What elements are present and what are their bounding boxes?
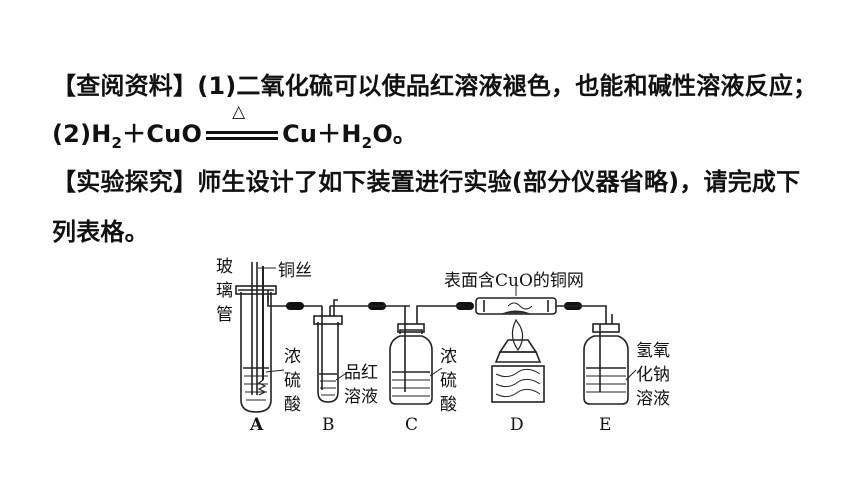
label-acid-c-3: 酸 (440, 395, 457, 415)
eq-o-part: O。 (372, 120, 418, 148)
apparatus-b (313, 299, 410, 403)
label-pinhong-2: 溶液 (344, 387, 378, 407)
apparatus-e (583, 314, 629, 405)
eq-h2-subscript: 2 (111, 133, 123, 152)
heat-symbol: △ (232, 102, 246, 122)
apparatus-a (235, 262, 322, 413)
label-apparatus-e: E (599, 415, 611, 435)
text-line-1: 【查阅资料】(1)二氧化硫可以使品红溶液褪色，也能和碱性溶液反应； (52, 72, 818, 100)
label-acid-a-2: 硫 (284, 371, 301, 391)
text-line-2-equation: (2)H2＋CuO△Cu＋H2O。 (52, 102, 418, 152)
label-pinhong-1: 品红 (344, 363, 378, 383)
label-acid-a-1: 浓 (284, 347, 301, 367)
label-acid-a-3: 酸 (284, 395, 301, 415)
text-line-3: 【实验探究】师生设计了如下装置进行实验(部分仪器省略)，请完成下 (52, 168, 801, 196)
label-naoh-1: 氢氧 (636, 341, 670, 361)
label-copper-mesh: 表面含CuO的铜网 (444, 271, 584, 291)
apparatus-d (475, 297, 607, 403)
label-glass-2: 璃 (216, 281, 233, 301)
label-apparatus-c: C (405, 415, 418, 435)
text-line-4: 列表格。 (52, 218, 149, 246)
label-acid-c-2: 硫 (440, 371, 457, 391)
label-glass-3: 管 (216, 305, 233, 325)
eq-cu-part: Cu＋H (282, 120, 362, 148)
eq-cuo-part: ＋CuO (122, 120, 203, 148)
label-naoh-2: 化钠 (636, 365, 670, 385)
label-apparatus-b: B (322, 415, 335, 435)
label-glass-1: 玻 (216, 257, 233, 277)
label-apparatus-d: D (510, 415, 524, 435)
label-naoh-3: 溶液 (636, 389, 670, 409)
label-copper-wire: 铜丝 (278, 261, 312, 281)
eq-h2o-subscript: 2 (361, 133, 373, 152)
leader-lines (258, 267, 637, 381)
eq-h2-part: (2)H (52, 120, 112, 148)
heating-equals-sign: △ (204, 102, 280, 146)
label-apparatus-a: A (249, 415, 264, 435)
label-acid-c-1: 浓 (440, 347, 457, 367)
apparatus-c (389, 305, 462, 405)
